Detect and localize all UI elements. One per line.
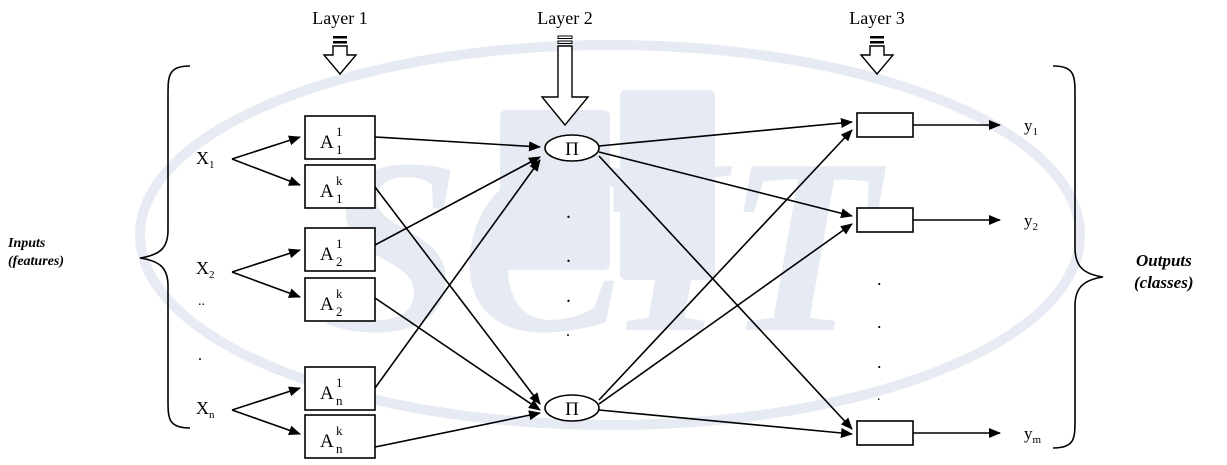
membership-node-a1-n: A 1 n xyxy=(304,366,376,411)
membership-node-a1-2: A 1 2 xyxy=(304,227,376,272)
svg-text:1: 1 xyxy=(336,375,343,390)
product-node-bottom: Π xyxy=(544,394,600,422)
output-arrows xyxy=(913,120,1001,438)
inputs-label-sub: (features) xyxy=(8,254,64,269)
membership-node-ak-n: A k n xyxy=(304,414,376,459)
membership-node-ak-2: A k 2 xyxy=(304,277,376,322)
membership-node-ak-1: A k 1 xyxy=(304,164,376,209)
layer-header-1: Layer 1 xyxy=(312,8,368,76)
output-node-ellipsis: . xyxy=(877,389,881,404)
svg-text:Xn: Xn xyxy=(196,398,215,421)
input-subscript: 1 xyxy=(209,159,215,171)
outputs-label: Outputs xyxy=(1136,251,1192,270)
input-x2: X2 xyxy=(196,258,215,281)
output-node-ellipsis: . xyxy=(877,269,882,289)
input-ellipsis: .. xyxy=(198,294,205,309)
output-node-2 xyxy=(856,207,914,233)
product-node-top: Π xyxy=(544,134,600,162)
svg-text:n: n xyxy=(336,441,343,456)
output-y1: y1 xyxy=(1024,116,1038,138)
membership-node-a1-1: A 1 1 xyxy=(304,115,376,160)
layer-label: Layer 1 xyxy=(312,8,367,28)
output-node-ellipsis: . xyxy=(877,312,882,332)
input-symbol: X xyxy=(196,258,209,278)
down-arrow-icon xyxy=(540,35,590,127)
watermark-text: SCIT xyxy=(322,108,886,385)
input-connections xyxy=(231,135,301,436)
product-ellipsis: . xyxy=(566,245,571,267)
svg-text:A: A xyxy=(320,181,334,202)
layer-header-2: Layer 2 xyxy=(537,8,593,127)
inputs-label: Inputs xyxy=(7,236,46,251)
svg-text:X2: X2 xyxy=(196,258,215,281)
svg-text:1: 1 xyxy=(336,142,343,157)
svg-text:2: 2 xyxy=(336,254,343,269)
product-ellipsis: . xyxy=(566,285,571,307)
svg-text:1: 1 xyxy=(336,236,343,251)
svg-text:2: 2 xyxy=(336,304,343,319)
layer2-to-layer3-connections xyxy=(598,118,853,438)
svg-text:Π: Π xyxy=(565,399,579,420)
input-symbol: X xyxy=(196,398,209,418)
input-ellipsis: . xyxy=(198,347,202,364)
output-node-1 xyxy=(856,112,914,138)
output-node-ellipsis: . xyxy=(877,352,882,372)
outputs-label-sub: (classes) xyxy=(1134,273,1193,292)
layer-label: Layer 2 xyxy=(537,8,592,28)
layer-label: Layer 3 xyxy=(849,8,904,28)
product-ellipsis: . xyxy=(566,201,571,223)
down-arrow-icon xyxy=(322,36,358,76)
svg-text:A: A xyxy=(320,383,334,404)
svg-text:1: 1 xyxy=(336,191,343,206)
input-subscript: n xyxy=(209,409,215,421)
svg-text:A: A xyxy=(320,294,334,315)
input-subscript: 2 xyxy=(209,269,215,281)
layer1-to-layer2-connections xyxy=(374,136,541,448)
product-ellipsis: . xyxy=(566,323,570,340)
output-ym: ym xyxy=(1024,424,1042,446)
svg-text:1: 1 xyxy=(336,124,343,139)
svg-text:X1: X1 xyxy=(196,148,215,171)
input-x1: X1 xyxy=(196,148,215,171)
output-y2: y2 xyxy=(1024,211,1038,233)
svg-text:A: A xyxy=(320,431,334,452)
outputs-brace xyxy=(1052,65,1104,449)
watermark: SCIT xyxy=(135,40,1085,430)
svg-text:A: A xyxy=(320,244,334,265)
svg-text:k: k xyxy=(336,173,343,188)
svg-text:Π: Π xyxy=(565,139,579,160)
svg-text:k: k xyxy=(336,286,343,301)
svg-text:k: k xyxy=(336,423,343,438)
inputs-brace xyxy=(139,65,191,429)
layer-header-3: Layer 3 xyxy=(849,8,905,76)
svg-text:n: n xyxy=(336,393,343,408)
down-arrow-icon xyxy=(859,36,895,76)
output-node-m xyxy=(856,420,914,446)
svg-text:A: A xyxy=(320,132,334,153)
input-symbol: X xyxy=(196,148,209,168)
input-xn: Xn xyxy=(196,398,215,421)
